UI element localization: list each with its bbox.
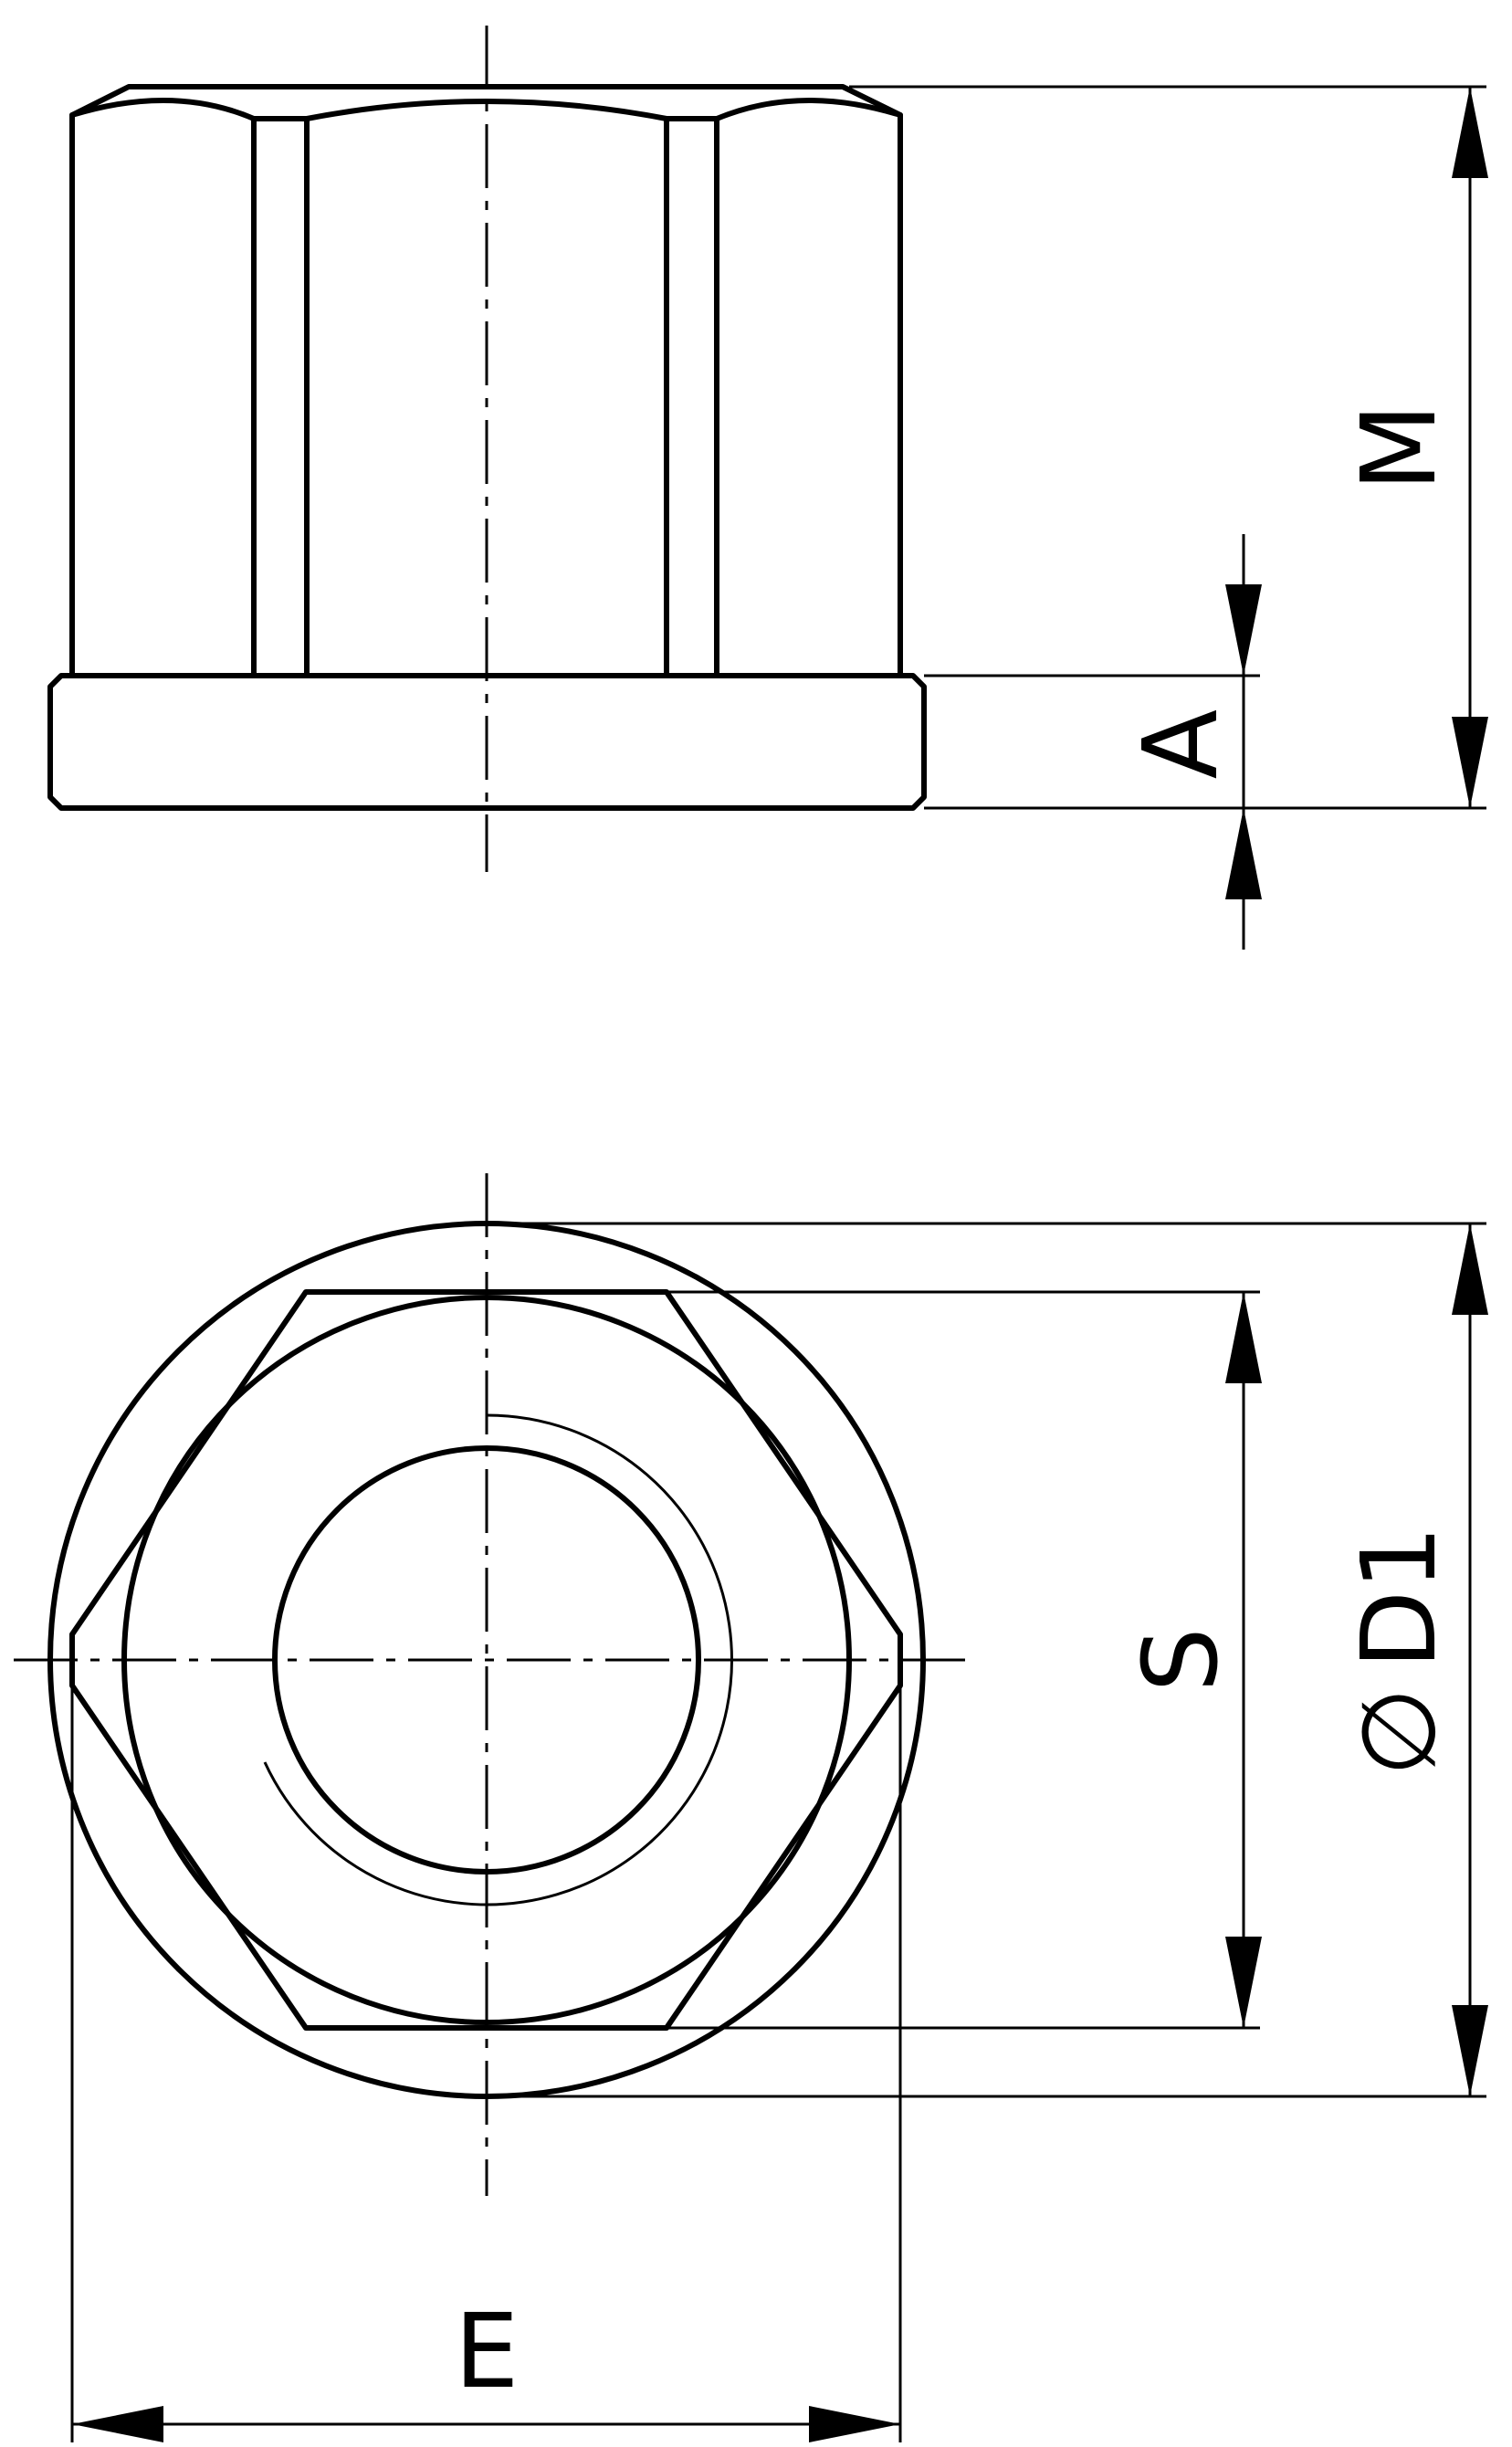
d1-arrow-top	[1452, 1224, 1488, 1315]
a-arrow-bottom	[1225, 808, 1262, 899]
top-view-dimensions: ∅ D1 S E	[70, 1222, 1488, 2442]
top-view	[14, 1173, 977, 2196]
top-chamfer-arcs	[69, 97, 903, 121]
e-arrow-left	[72, 2406, 163, 2442]
e-label: E	[455, 2293, 520, 2411]
d1-label-group: ∅ D1	[1340, 1526, 1459, 1777]
side-view-dimensions: M A	[849, 85, 1488, 950]
e-arrow-right	[809, 2406, 900, 2442]
bore-circle	[272, 1445, 701, 1875]
side-view	[47, 26, 927, 872]
flange-outline	[47, 673, 927, 811]
thread-arc	[263, 1413, 733, 1906]
d1-diameter-symbol: ∅	[1340, 1687, 1459, 1777]
hex-body-outline	[69, 84, 903, 678]
m-label: M	[1340, 404, 1459, 492]
d1-label: D1	[1340, 1526, 1459, 1670]
a-arrow-top	[1225, 584, 1262, 676]
m-arrow-top	[1452, 87, 1488, 178]
m-arrow-bottom	[1452, 717, 1488, 808]
d1-arrow-bottom	[1452, 2005, 1488, 2096]
s-label: S	[1122, 1627, 1241, 1692]
s-arrow-top	[1225, 1292, 1262, 1383]
s-arrow-bottom	[1225, 1937, 1262, 2028]
a-label: A	[1122, 709, 1241, 780]
chamfer-circle	[121, 1295, 852, 2025]
